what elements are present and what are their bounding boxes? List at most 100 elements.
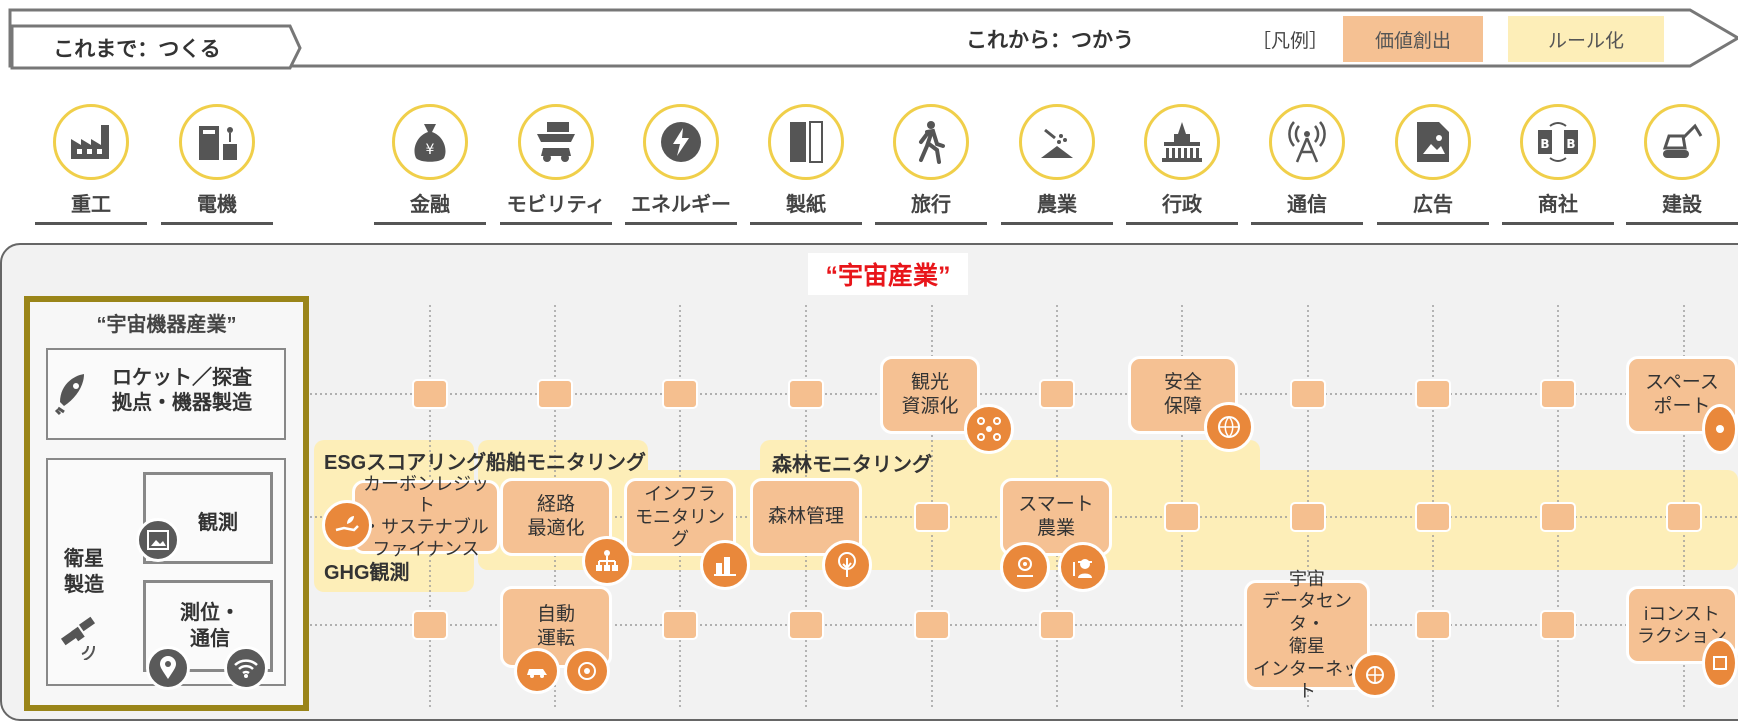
grid-cell xyxy=(1290,379,1326,409)
farmer-icon xyxy=(1058,542,1108,592)
industry-agriculture: 農業 xyxy=(1001,104,1113,226)
industry-heavy: 重工 xyxy=(35,104,147,226)
box-carbon-finance: カーボンレジット ・サステナブル ファイナンス xyxy=(352,474,500,559)
grid-cell xyxy=(1540,610,1576,640)
grid-cell xyxy=(1666,502,1702,532)
satellite-icon xyxy=(60,616,96,660)
industry-name: 製紙 xyxy=(786,194,826,216)
network-icon xyxy=(582,536,632,586)
band-label-forest: 森林モニタリング xyxy=(772,454,932,476)
grid-cell xyxy=(788,379,824,409)
grid-cell xyxy=(1164,502,1200,532)
infrastructure-icon xyxy=(700,540,750,590)
walking-person-icon xyxy=(893,104,969,180)
industry-name: 農業 xyxy=(1037,194,1077,216)
industry-name: 広告 xyxy=(1413,194,1453,216)
lightning-icon xyxy=(643,104,719,180)
legend-value-creation: 価値創出 xyxy=(1343,16,1483,62)
paper-icon xyxy=(768,104,844,180)
parliament-icon xyxy=(1144,104,1220,180)
box-infra-monitoring: インフラ モニタリング xyxy=(624,478,736,556)
industry-energy: エネルギー xyxy=(625,104,737,226)
industry-telecom: 通信 xyxy=(1251,104,1363,226)
seeding-icon xyxy=(1019,104,1095,180)
industry-mobility: モビリティ xyxy=(500,104,612,226)
positioning-label: 測位・ 通信 xyxy=(180,602,240,650)
industry-name: 行政 xyxy=(1162,194,1202,216)
car-icon xyxy=(514,648,560,694)
grid-cell xyxy=(412,379,448,409)
band-label-ghg: GHG観測 xyxy=(324,562,410,584)
industry-travel: 旅行 xyxy=(875,104,987,226)
industry-name: 金融 xyxy=(410,194,450,216)
image-file-icon xyxy=(1395,104,1471,180)
grid-cell xyxy=(1039,379,1075,409)
excavator-icon xyxy=(1644,104,1720,180)
industry-government: 行政 xyxy=(1126,104,1238,226)
band-forest xyxy=(760,440,1260,480)
industry-name: 建設 xyxy=(1662,194,1702,216)
grid-cell xyxy=(1415,379,1451,409)
grid-cell xyxy=(914,502,950,532)
rocket-icon xyxy=(54,374,84,416)
band-label-esg: ESGスコアリング xyxy=(324,452,487,474)
grid-cell xyxy=(1540,379,1576,409)
grid-cell xyxy=(412,610,448,640)
box-spaceport: スペース ポート xyxy=(1626,356,1738,434)
legend-bracket: ［凡例］ xyxy=(1251,30,1328,52)
box-tourism: 観光 資源化 xyxy=(880,356,980,434)
industry-name: 電機 xyxy=(197,194,237,216)
industry-name: エネルギー xyxy=(631,194,731,216)
timeline-arrow-banner xyxy=(8,8,1738,70)
svg-text:B: B xyxy=(1566,137,1575,151)
band-label-ship: 船舶モニタリング xyxy=(486,452,646,474)
svg-text:B: B xyxy=(1540,137,1549,151)
launch-hub-icon xyxy=(1702,404,1738,454)
hub-network-icon xyxy=(964,404,1014,454)
electronics-icon xyxy=(179,104,255,180)
chip-icon xyxy=(1702,638,1738,688)
ship-car-icon xyxy=(518,104,594,180)
industry-name: モビリティ xyxy=(506,194,606,216)
factory-icon xyxy=(53,104,129,180)
industry-name: 商社 xyxy=(1538,194,1578,216)
industry-construction: 建設 xyxy=(1626,104,1738,226)
industry-finance: ¥ 金融 xyxy=(374,104,486,226)
globe-network-icon xyxy=(1352,652,1398,698)
industry-paper: 製紙 xyxy=(750,104,862,226)
industry-electronics: 電機 xyxy=(161,104,273,226)
grid-cell xyxy=(1290,502,1326,532)
rocket-label: ロケット／探査 拠点・機器製造 xyxy=(112,367,252,414)
space-industry-title: “宇宙産業” xyxy=(808,253,968,295)
box-iconstruction: iコンスト ラクション xyxy=(1626,586,1738,664)
equipment-industry-title: “宇宙機器産業” xyxy=(96,314,237,336)
grid-cell xyxy=(662,610,698,640)
grid-cell xyxy=(788,610,824,640)
tree-icon xyxy=(822,540,872,590)
satellite-label: 衛星 製造 xyxy=(64,548,104,596)
gear-chip-icon xyxy=(1000,542,1050,592)
past-label: これまで：つくる xyxy=(53,38,221,61)
grid-cell xyxy=(1415,502,1451,532)
svg-text:¥: ¥ xyxy=(426,142,435,158)
grid-cell xyxy=(1415,610,1451,640)
box-space-datacenter: 宇宙 データセンタ・ 衛星 インターネット xyxy=(1244,569,1370,701)
grid-cell xyxy=(914,610,950,640)
industry-name: 重工 xyxy=(71,194,111,216)
rocket-box xyxy=(46,348,286,440)
grid-cell xyxy=(537,379,573,409)
globe-lock-icon xyxy=(1204,402,1254,452)
industry-name: 旅行 xyxy=(911,194,951,216)
grid-cell xyxy=(1039,610,1075,640)
money-bag-icon: ¥ xyxy=(392,104,468,180)
legend-rule-making: ルール化 xyxy=(1508,16,1664,62)
future-label: これから：つかう xyxy=(966,29,1134,52)
location-pin-icon xyxy=(146,646,190,690)
antenna-icon xyxy=(1269,104,1345,180)
industry-advertising: 広告 xyxy=(1377,104,1489,226)
hand-seedling-icon xyxy=(322,500,372,550)
wifi-icon xyxy=(224,646,268,690)
grid-cell xyxy=(1540,502,1576,532)
